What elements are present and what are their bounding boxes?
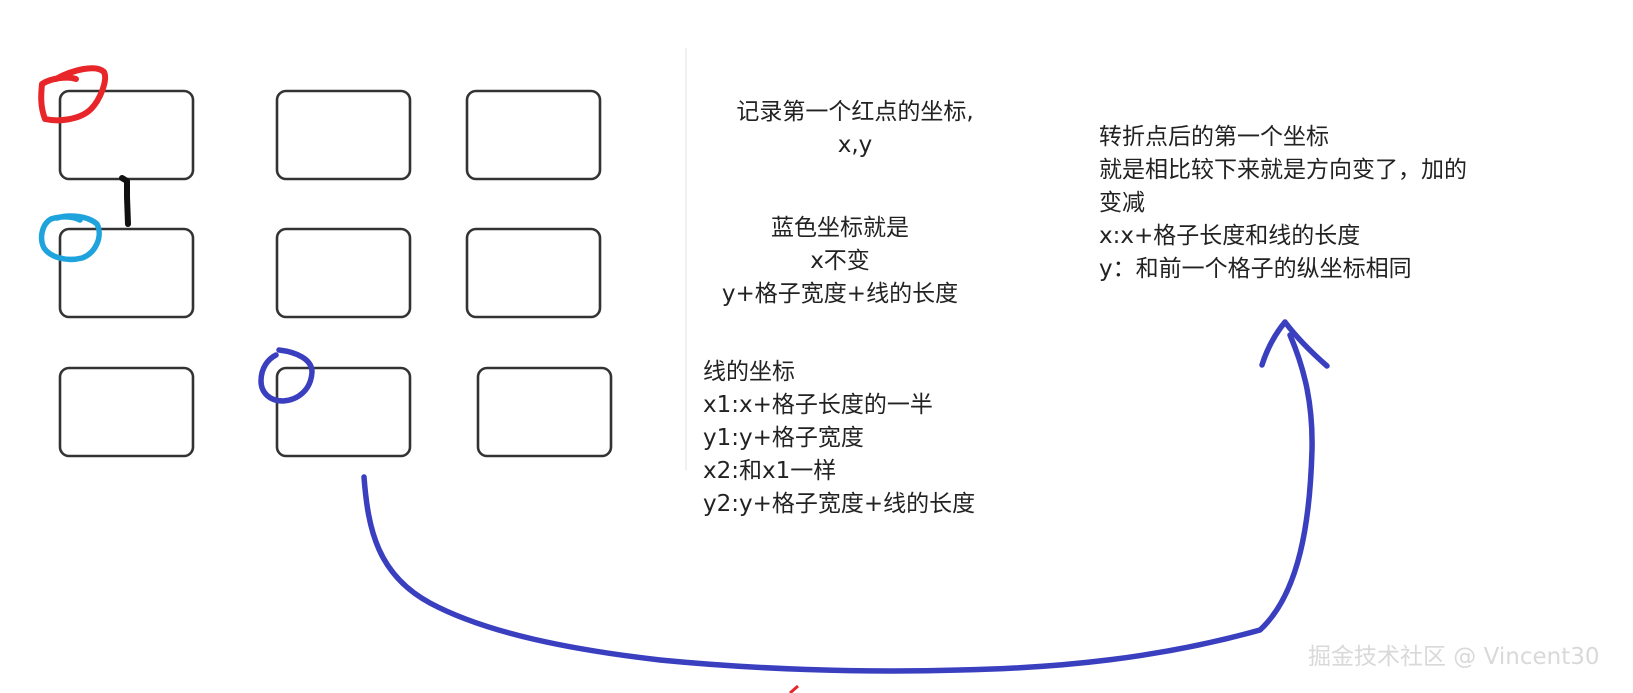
grid-cell-r3-c1: [58, 366, 195, 458]
red-tick-mark: [789, 684, 799, 693]
grid-cell-r3-c3: [476, 366, 613, 458]
indigo-point-marker: [258, 347, 315, 404]
grid-cell-r2-c1: [58, 227, 195, 319]
note-line: y：和前一个格子的纵坐标相同: [1099, 256, 1412, 282]
grid-cell-r1-c2: [275, 89, 412, 181]
grid-cell-r1-c3: [465, 89, 602, 181]
note-line: 转折点后的第一个坐标: [1099, 124, 1329, 150]
grid-cell-r1-c1: [58, 89, 195, 181]
line-coordinates-note: 线的坐标 x1:x+格子长度的一半 y1:y+格子宽度 x2:和x1一样 y2:…: [703, 356, 975, 521]
note-line: y+格子宽度+线的长度: [721, 281, 959, 307]
blue-point-marker: [38, 213, 102, 263]
turn-arrow-curve: [361, 332, 1315, 674]
connector-line: [119, 175, 131, 227]
note-line: x1:x+格子长度的一半: [703, 392, 933, 418]
turn-arrow-head: [1259, 319, 1330, 369]
blue-point-note: 蓝色坐标就是 x不变 y+格子宽度+线的长度: [680, 212, 1000, 311]
grid-cell-r2-c2: [275, 227, 412, 319]
watermark: 掘金技术社区 @ Vincent30: [1308, 644, 1600, 670]
turn-point-note: 转折点后的第一个坐标 就是相比较下来就是方向变了，加的 变减 x:x+格子长度和…: [1099, 121, 1467, 286]
note-line: x2:和x1一样: [703, 458, 837, 484]
note-line: x:x+格子长度和线的长度: [1099, 223, 1361, 249]
note-line: 蓝色坐标就是: [771, 215, 909, 241]
red-point-marker: [38, 65, 108, 124]
note-line: 变减: [1099, 190, 1145, 216]
note-line: x不变: [810, 248, 870, 274]
grid-cell-r3-c2: [275, 366, 412, 458]
note-line: y1:y+格子宽度: [703, 425, 864, 451]
grid-cell-r2-c3: [465, 227, 602, 319]
note-line: x,y: [837, 132, 873, 158]
note-line: 就是相比较下来就是方向变了，加的: [1099, 157, 1467, 183]
note-line: 记录第一个红点的坐标,: [736, 99, 974, 125]
note-line: 线的坐标: [703, 359, 795, 385]
red-point-note: 记录第一个红点的坐标, x,y: [700, 96, 1010, 162]
note-line: y2:y+格子宽度+线的长度: [703, 491, 976, 517]
